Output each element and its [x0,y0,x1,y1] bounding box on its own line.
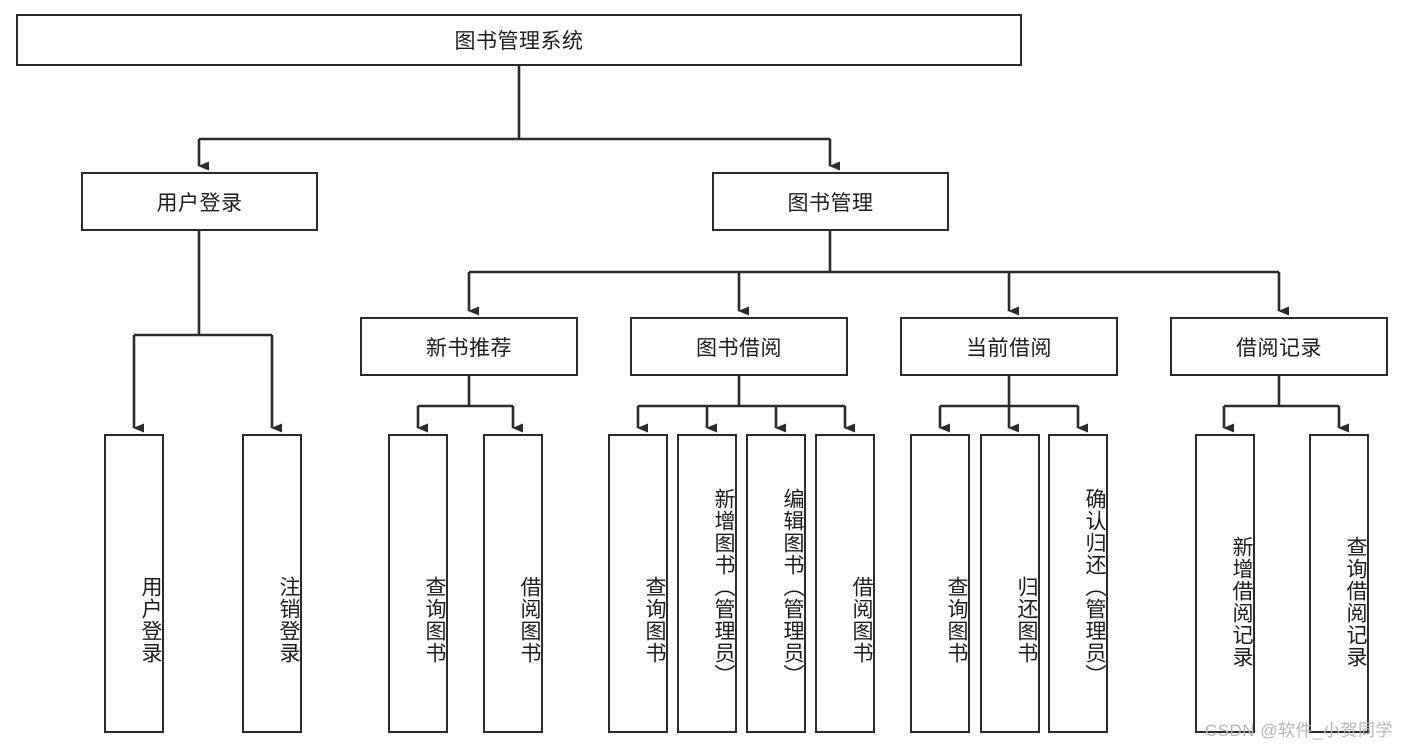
node-leaf-borrow-book-1[interactable]: 借阅图书 [483,434,543,733]
node-leaf-query-borrow-record[interactable]: 查询借阅记录 [1309,434,1369,733]
node-leaf-user-login[interactable]: 用户登录 [104,434,164,733]
node-label: 图书借阅 [696,336,782,360]
node-label: 当前借阅 [966,336,1052,360]
node-leaf-borrow-book-2[interactable]: 借阅图书 [815,434,875,733]
node-label: 确认归还（管理员） [1083,487,1106,686]
node-leaf-return-book[interactable]: 归还图书 [980,434,1040,733]
node-label: 新书推荐 [426,336,512,360]
node-leaf-confirm-return-admin[interactable]: 确认归还（管理员） [1048,434,1108,733]
node-book-management[interactable]: 图书管理 [712,172,949,231]
node-label: 新增图书（管理员） [712,487,735,686]
node-root-system[interactable]: 图书管理系统 [16,14,1022,66]
node-leaf-edit-book-admin[interactable]: 编辑图书（管理员） [746,434,806,733]
node-leaf-query-book-2[interactable]: 查询图书 [608,434,668,733]
node-leaf-add-borrow-record[interactable]: 新增借阅记录 [1195,434,1255,733]
node-leaf-query-book-1[interactable]: 查询图书 [388,434,448,733]
node-label: 图书管理系统 [454,30,584,53]
node-label: 用户登录 [156,191,243,215]
node-label: 图书管理 [787,191,874,215]
node-label: 用户登录 [139,575,162,664]
node-label: 查询图书 [643,575,666,664]
node-new-book-recommend[interactable]: 新书推荐 [360,317,578,376]
node-label: 归还图书 [1015,575,1038,664]
node-label: 编辑图书（管理员） [781,487,804,686]
node-label: 借阅记录 [1236,336,1322,360]
node-label: 查询图书 [945,575,968,664]
node-label: 新增借阅记录 [1230,535,1253,668]
node-current-borrow[interactable]: 当前借阅 [900,317,1118,376]
node-label: 注销登录 [277,575,300,664]
node-label: 借阅图书 [850,575,873,664]
node-book-borrow[interactable]: 图书借阅 [630,317,848,376]
node-label: 查询借阅记录 [1344,535,1367,668]
node-user-login[interactable]: 用户登录 [81,172,318,231]
node-label: 借阅图书 [518,575,541,664]
node-leaf-query-book-3[interactable]: 查询图书 [910,434,970,733]
node-label: 查询图书 [423,575,446,664]
node-leaf-add-book-admin[interactable]: 新增图书（管理员） [677,434,737,733]
node-borrow-record[interactable]: 借阅记录 [1170,317,1388,376]
node-leaf-logout-login[interactable]: 注销登录 [242,434,302,733]
